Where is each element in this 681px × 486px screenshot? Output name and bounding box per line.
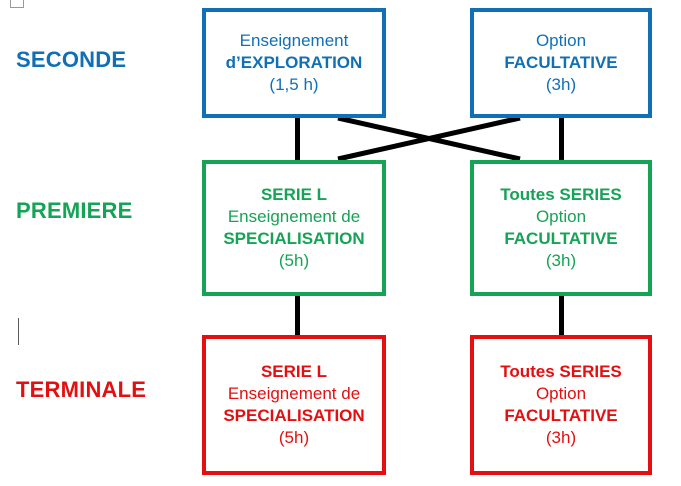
box-line: (5h) xyxy=(278,428,310,448)
box-line: FACULTATIVE xyxy=(504,406,618,425)
box-line: SPECIALISATION xyxy=(223,229,365,248)
box-line: SPECIALISATION xyxy=(223,406,365,425)
box-line: d’EXPLORATION xyxy=(225,52,363,72)
stage-label-seconde: SECONDE xyxy=(16,47,127,72)
box-line: (3h) xyxy=(545,428,577,448)
box-line: Enseignement de xyxy=(227,383,361,403)
connector-premiere-toutes-series-to-terminale-toutes-series xyxy=(559,295,564,336)
box-line: Option xyxy=(535,206,587,226)
page-corner-artifact-icon xyxy=(10,0,24,8)
box-line: FACULTATIVE xyxy=(504,52,618,72)
box-line: (1,5 h) xyxy=(269,75,319,95)
box-terminale-toutes-series[interactable]: Toutes SERIES Option FACULTATIVE (3h) xyxy=(470,335,652,475)
box-terminale-serie-l[interactable]: SERIE L Enseignement de SPECIALISATION (… xyxy=(202,335,386,475)
box-seconde-facultative[interactable]: Option FACULTATIVE (3h) xyxy=(470,8,652,118)
box-line: Enseignement xyxy=(239,30,349,50)
stage-label-terminale: TERMINALE xyxy=(16,377,147,402)
box-line: Toutes SERIES xyxy=(500,361,622,381)
box-premiere-toutes-series[interactable]: Toutes SERIES Option FACULTATIVE (3h) xyxy=(470,160,652,296)
connector-seconde-facultative-to-premiere-toutes-series xyxy=(559,117,564,161)
box-line: Toutes SERIES xyxy=(500,184,622,204)
box-line: (3h) xyxy=(545,251,577,271)
page-margin-rule xyxy=(18,318,19,345)
box-premiere-serie-l[interactable]: SERIE L Enseignement de SPECIALISATION (… xyxy=(202,160,386,296)
box-line: FACULTATIVE xyxy=(504,229,618,248)
box-line: Option xyxy=(535,383,587,403)
box-line: (5h) xyxy=(278,251,310,271)
connector-seconde-exploration-to-premiere-toutes-series xyxy=(337,115,521,162)
box-line: Enseignement de xyxy=(227,206,361,226)
box-line: SERIE L xyxy=(260,361,328,381)
box-seconde-exploration[interactable]: Enseignement d’EXPLORATION (1,5 h) xyxy=(202,8,386,118)
box-line: (3h) xyxy=(545,75,577,95)
connector-seconde-facultative-to-premiere-serie-l xyxy=(337,115,521,162)
connector-seconde-exploration-to-premiere-serie-l xyxy=(295,117,300,161)
connector-premiere-serie-l-to-terminale-serie-l xyxy=(295,295,300,336)
box-line: SERIE L xyxy=(260,184,328,204)
stage-label-premiere: PREMIERE xyxy=(16,198,133,223)
box-line: Option xyxy=(535,30,587,50)
